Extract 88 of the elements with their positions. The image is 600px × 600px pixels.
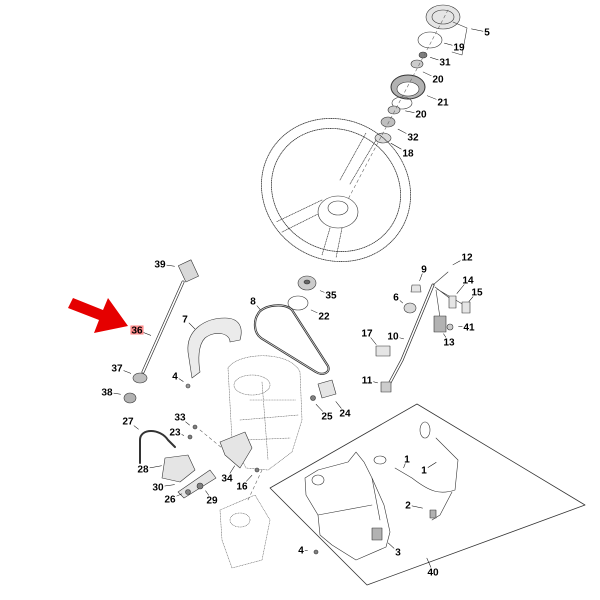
callout-number: 30	[152, 483, 164, 491]
leader-line	[320, 290, 324, 293]
leader-line	[390, 143, 402, 150]
leader-line	[405, 110, 414, 113]
leader-line	[419, 274, 422, 282]
callout-number: 36	[130, 325, 144, 335]
leader-line	[412, 506, 423, 508]
callout-number: 20	[416, 110, 426, 118]
leader-line	[178, 378, 184, 382]
leader-line	[456, 284, 464, 294]
leader-line	[230, 466, 235, 474]
callout-number: 20	[432, 75, 444, 83]
leader-line	[182, 434, 184, 436]
callout-number: 4	[172, 372, 178, 380]
callout-number: 24	[340, 410, 350, 416]
leader-line	[144, 332, 152, 336]
leader-line	[316, 404, 323, 412]
leader-line	[114, 392, 121, 395]
callout-number: 31	[440, 58, 450, 66]
callout-number: 1	[404, 456, 410, 462]
leader-line	[452, 260, 460, 266]
leader-line	[403, 463, 406, 468]
callout-number: 4	[298, 546, 304, 554]
callout-number: 28	[138, 465, 148, 473]
leader-line	[134, 425, 139, 430]
leader-line	[458, 326, 462, 327]
leader-line	[304, 550, 308, 551]
callout-number: 32	[408, 133, 418, 141]
callout-number: 21	[438, 98, 448, 106]
callout-number: 39	[154, 260, 166, 268]
callout-number: 33	[174, 413, 186, 421]
callout-number: 3	[395, 548, 400, 556]
leader-line	[444, 42, 452, 46]
callout-number: 18	[403, 149, 414, 157]
callout-number: 25	[322, 412, 332, 420]
leader-line	[176, 494, 182, 496]
callout-number: 27	[122, 418, 134, 424]
leader-line	[336, 401, 342, 409]
leader-line	[422, 72, 432, 76]
leader-line	[428, 462, 436, 468]
callout-number: 41	[464, 324, 474, 330]
leader-line	[373, 381, 378, 384]
callout-number: 38	[102, 388, 112, 396]
callout-number: 26	[164, 495, 176, 503]
leader-line	[188, 322, 196, 330]
callout-number: 37	[112, 364, 122, 372]
leader-line	[124, 370, 132, 374]
callout-number: 29	[206, 496, 218, 504]
leader-line	[430, 57, 438, 60]
leader-line	[388, 542, 394, 549]
callout-number: 13	[444, 338, 454, 346]
callout-number: 5	[484, 28, 490, 36]
callout-number: 8	[250, 297, 256, 305]
leader-line	[426, 95, 436, 100]
callout-number: 35	[326, 291, 336, 299]
leader-line	[166, 264, 175, 267]
leader-line	[310, 310, 318, 314]
leader-line	[185, 422, 190, 426]
callout-number: 6	[394, 293, 398, 301]
callout-number: 2	[406, 502, 410, 508]
callout-number: 11	[362, 376, 372, 384]
leader-line	[246, 475, 252, 482]
callout-number: 16	[237, 482, 248, 490]
leader-line	[400, 338, 404, 340]
callout-number: 23	[170, 428, 180, 436]
leader-line	[205, 490, 209, 496]
callout-number: 12	[462, 254, 472, 260]
leader-line	[370, 337, 376, 345]
leader-line	[256, 306, 260, 310]
leader-line	[426, 558, 432, 568]
leader-line	[400, 300, 403, 304]
leader-line	[164, 484, 175, 486]
callout-number: 17	[362, 330, 372, 336]
leader-line	[443, 334, 446, 338]
callout-number: 7	[182, 316, 188, 322]
leader-line	[471, 28, 484, 32]
callout-number: 15	[472, 288, 482, 296]
callout-number: 1	[422, 466, 426, 474]
leader-line	[468, 296, 474, 302]
callout-number: 34	[222, 474, 232, 482]
callout-number: 40	[428, 568, 438, 576]
callout-number: 19	[454, 43, 464, 51]
leader-line	[398, 128, 406, 134]
callout-number: 9	[422, 265, 426, 273]
leader-line	[150, 466, 162, 468]
callout-number: 14	[463, 276, 474, 284]
callout-number: 22	[318, 312, 330, 320]
callout-number: 10	[388, 332, 398, 340]
